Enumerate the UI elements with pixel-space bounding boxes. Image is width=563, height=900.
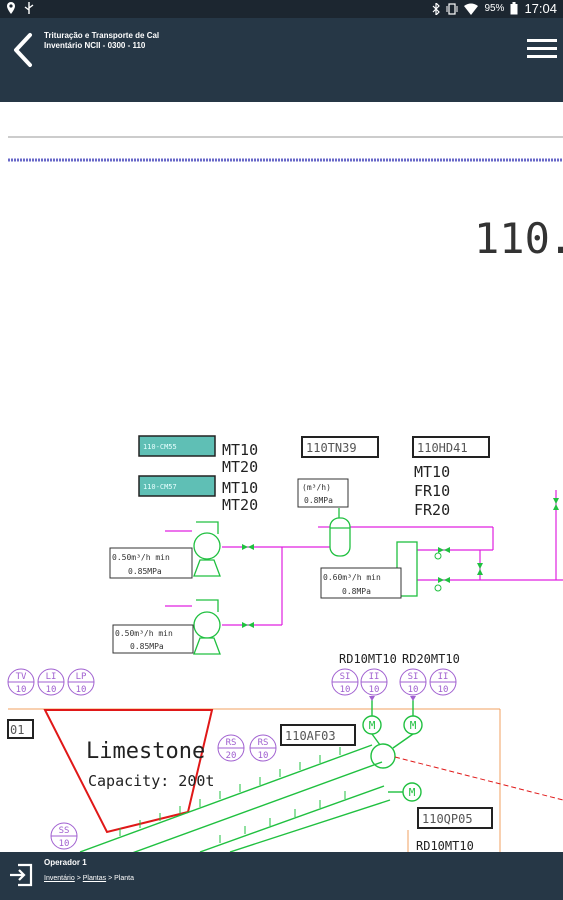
page-title: Trituração e Transporte de Cal Inventári… — [44, 31, 159, 51]
instrument-ss-bottom: 10 — [59, 839, 70, 849]
silo-name: Limestone — [86, 739, 205, 764]
hamburger-menu-icon[interactable] — [527, 36, 557, 62]
logout-icon[interactable] — [8, 862, 34, 888]
tag-cm55: 110-CM55 — [143, 443, 177, 451]
pump2-pressure: 0.85MPa — [130, 642, 164, 651]
tag-hd41: 110HD41 — [417, 441, 468, 455]
label-mt10-a: MT10 — [222, 441, 258, 459]
instrument-rs20-bottom: 20 — [226, 751, 237, 761]
title-line-2: Inventário NCII - 0300 - 110 — [44, 41, 146, 50]
status-bar: 95% 17:04 — [0, 0, 563, 18]
usb-icon — [24, 2, 34, 14]
instrument-li-top: LI — [46, 672, 57, 682]
instrument-tv-bottom: 10 — [16, 685, 27, 695]
label-fr10: FR10 — [414, 482, 450, 500]
tank-flow: (m³/h) — [302, 483, 331, 492]
breadcrumb-separator: > — [76, 875, 81, 882]
tag-tn39: 110TN39 — [306, 441, 357, 455]
instrument-rs10-top: RS — [258, 738, 269, 748]
pump1-flow: 0.50m³/h min — [112, 553, 170, 562]
tag-box-cm57[interactable] — [138, 475, 216, 497]
motor-1-label: M — [369, 719, 376, 732]
tag-qp05: 110QP05 — [422, 812, 473, 826]
instrument-si2-bottom: 10 — [408, 685, 419, 695]
tag-box-left[interactable] — [7, 719, 34, 739]
breadcrumb-inventario[interactable]: Inventário — [44, 875, 75, 882]
bluetooth-icon — [433, 2, 441, 15]
area-code: 110 — [474, 214, 550, 263]
tank-pressure: 0.8MPa — [304, 496, 333, 505]
breadcrumb-separator: > — [108, 875, 113, 882]
wifi-icon — [464, 3, 479, 15]
tag-box-af03[interactable] — [280, 724, 356, 746]
pump2-flow: 0.50m³/h min — [115, 629, 173, 638]
clock: 17:04 — [524, 1, 557, 16]
menu-line — [527, 47, 557, 50]
conveyor-head-pulley[interactable] — [370, 743, 396, 769]
silo-capacity: Capacity: 200t — [88, 772, 214, 790]
breadcrumb-plantas[interactable]: Plantas — [82, 875, 107, 882]
label-hd-mt10: MT10 — [414, 463, 450, 481]
battery-percentage: 95% — [484, 3, 505, 14]
instrument-ii2-bottom: 10 — [438, 685, 449, 695]
tag-cm57: 110-CM57 — [143, 483, 177, 491]
instrument-si1-top: SI — [340, 672, 351, 682]
tag-box-cm55[interactable] — [138, 435, 216, 457]
motor-3-label: M — [409, 786, 416, 799]
bottom-bar: Operador 1 Inventário > Plantas > Planta — [0, 852, 563, 900]
pid-drawing[interactable]: 110 . 110-CM55 110-CM57 MT10 MT20 MT10 M… — [0, 102, 563, 873]
svg-text:.: . — [548, 214, 563, 263]
instrument-lp-top: LP — [76, 672, 87, 682]
pump1-pressure: 0.85MPa — [128, 567, 162, 576]
instrument-rs10-bottom: 10 — [258, 751, 269, 761]
instrument-tv-top: TV — [16, 672, 27, 682]
breadcrumb-planta: Planta — [114, 875, 134, 882]
motor-2-label: M — [410, 719, 417, 732]
limestone-silo[interactable] — [43, 709, 214, 834]
instrument-ss-top: SS — [59, 826, 70, 836]
label-rd20mt10: RD20MT10 — [402, 652, 460, 666]
filter-pressure: 0.8MPa — [342, 587, 371, 596]
tag-box-hd41[interactable] — [412, 436, 490, 458]
label-mt20-a: MT20 — [222, 458, 258, 476]
operator-name: Operador 1 — [44, 858, 87, 867]
pump-2[interactable] — [193, 611, 221, 639]
tank-tn39[interactable] — [329, 517, 351, 557]
plant-drawing-canvas[interactable]: 110 . 110-CM55 110-CM57 MT10 MT20 MT10 M… — [0, 102, 563, 873]
filter-flow: 0.60m³/h min — [323, 573, 381, 582]
instrument-ii1-top: II — [369, 672, 380, 682]
battery-icon — [510, 2, 518, 15]
instrument-rs20-top: RS — [226, 738, 237, 748]
label-rd10mt10: RD10MT10 — [339, 652, 397, 666]
pump-1[interactable] — [193, 532, 221, 560]
label-rd10mt10-b: RD10MT10 — [416, 839, 474, 852]
instrument-si1-bottom: 10 — [340, 685, 351, 695]
menu-line — [527, 55, 557, 58]
location-icon — [7, 2, 15, 14]
instrument-ii1-bottom: 10 — [369, 685, 380, 695]
tag-left: 01 — [10, 723, 24, 737]
breadcrumb: Inventário > Plantas > Planta — [44, 875, 134, 882]
instrument-si2-top: SI — [408, 672, 419, 682]
tag-box-tn39[interactable] — [301, 436, 379, 458]
instrument-li-bottom: 10 — [46, 685, 57, 695]
label-fr20: FR20 — [414, 501, 450, 519]
tag-box-qp05[interactable] — [417, 807, 493, 829]
tag-af03: 110AF03 — [285, 729, 336, 743]
menu-line — [527, 39, 557, 42]
label-mt10-b: MT10 — [222, 479, 258, 497]
instrument-lp-bottom: 10 — [76, 685, 87, 695]
label-mt20-b: MT20 — [222, 496, 258, 514]
app-bar: Trituração e Transporte de Cal Inventári… — [0, 18, 563, 102]
title-line-1: Trituração e Transporte de Cal — [44, 31, 160, 40]
instrument-ii2-top: II — [438, 672, 449, 682]
back-arrow-icon[interactable] — [10, 32, 36, 68]
vibrate-icon — [446, 2, 458, 15]
